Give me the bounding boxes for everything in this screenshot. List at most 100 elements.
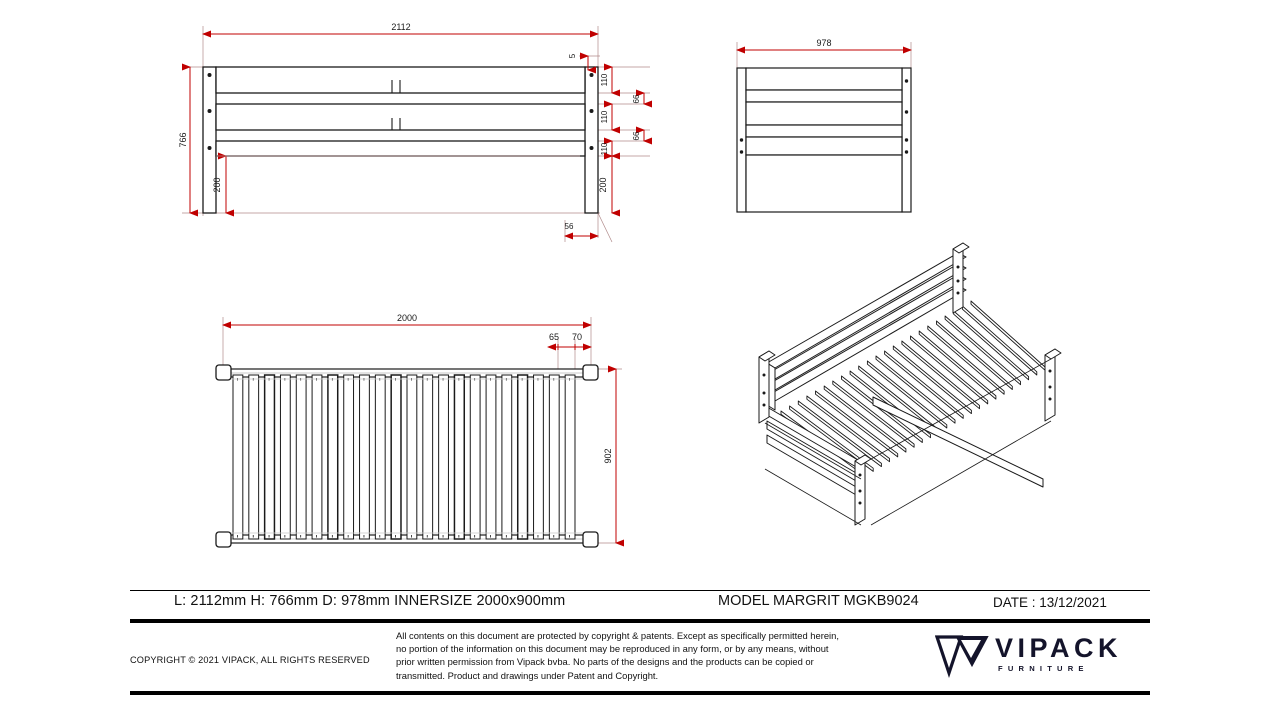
iso-far-rail [872,396,1044,488]
plan-slat [295,374,307,540]
front-panels [745,67,903,213]
iso-slat [884,350,964,419]
iso-slat [918,330,997,400]
vipack-tagline: FURNITURE [998,664,1089,673]
vipack-wordmark: VIPACK [995,633,1123,663]
dim-leg-clearance: 200 [212,152,580,217]
plan-corner-posts [215,364,599,548]
dim-overall-height: 766 [178,63,198,217]
svg-text:66: 66 [632,94,641,103]
iso-slat [832,380,915,448]
plan-slat [406,374,418,540]
iso-slat [961,305,1038,376]
side-left-post [202,66,217,214]
iso-post-front-right [1044,348,1062,422]
iso-outline-edges [764,358,1052,526]
view-plan: 2000 65 70 902 [215,313,624,548]
view-side-elevation: 2112 766 [178,22,652,243]
dim-label-overall-height: 766 [178,132,188,147]
plan-slat [469,374,481,540]
dim-label-inner-length: 2000 [397,313,417,323]
iso-slat [944,315,1021,386]
iso-slat [797,400,882,468]
plan-slat [516,374,529,540]
dim-inner-length: 2000 [222,313,592,329]
legal-line-1: All contents on this document are protec… [396,630,839,641]
legal-line-3: prior written permission from Vipack bvb… [396,656,814,668]
view-front-elevation: 978 [736,38,912,213]
title-block: L: 2112mm H: 766mm D: 978mm INNERSIZE 20… [130,590,1150,700]
dim-overall-depth: 978 [736,38,912,54]
legal-text: All contents on this document are protec… [396,629,866,682]
iso-slat [927,325,1005,395]
plan-slat [548,374,560,540]
side-rail-joints [391,80,401,130]
dim-label-slat-width: 65 [549,332,559,342]
dim-slat-detail: 65 70 [547,332,592,351]
plan-slat [232,374,244,540]
iso-slats [780,300,1046,477]
plan-slat [263,374,276,540]
dim-label-overall-length: 2112 [391,22,410,32]
dim-rail-spacing-bottom: 110 [600,137,620,160]
side-left-post-dowels [207,73,212,150]
dim-rail-spacing-top: 110 [600,63,620,97]
dim-label-overall-depth: 978 [816,38,831,48]
svg-text:56: 56 [565,222,574,231]
titleblock-bottom-rule [130,691,1150,695]
dim-overall-length: 2112 [202,22,599,38]
iso-slat [936,320,1013,390]
dim-label-top-offset: 5 [568,53,577,58]
iso-back-panel [766,252,967,411]
svg-text:66: 66 [632,131,641,140]
vipack-logo: VIPACK FURNITURE [935,631,1135,681]
spec-text: L: 2112mm H: 766mm D: 978mm INNERSIZE 20… [174,593,566,609]
iso-slat [910,335,989,405]
side-right-post [584,66,599,214]
dim-label-inner-width: 902 [603,448,613,463]
model-text: MODEL MARGRIT MGKB9024 [718,593,919,609]
plan-slat [485,374,497,540]
svg-text:110: 110 [600,73,609,86]
date-text: DATE : 13/12/2021 [993,595,1107,610]
view-isometric [758,242,1062,526]
dim-inner-width: 902 [603,365,624,547]
iso-slat [892,345,972,415]
titleblock-main-row: L: 2112mm H: 766mm D: 978mm INNERSIZE 20… [130,591,1150,619]
plan-slat [279,374,291,540]
dim-rail-spacing-mid: 110 [600,100,620,134]
front-left-post-dowels [739,138,744,154]
iso-slat [806,395,890,463]
dim-leg-clearance-right: 200 [598,152,620,217]
plan-slat [564,374,576,540]
titleblock-top-rule [130,590,1150,591]
plan-slats [232,374,576,540]
plan-slat [359,374,370,540]
plan-slat [533,374,544,540]
legal-line-4: transmitted. Product and drawings under … [396,669,659,681]
front-right-post-dowels [904,79,909,154]
legal-line-2: no portion of the information on this do… [396,643,829,655]
svg-text:200: 200 [598,177,608,192]
iso-slat [875,355,956,424]
svg-text:110: 110 [600,142,609,155]
iso-slat [789,405,874,472]
plan-guides [231,378,583,534]
iso-post-back-left [758,350,776,424]
titleblock-mid-rule [130,619,1150,623]
iso-slat [866,360,948,429]
iso-slat [823,385,907,453]
dim-post-width: 56 [564,222,599,240]
dim-label-slat-gap: 70 [572,332,582,342]
iso-post-dowels [762,265,1052,505]
legal-row: COPYRIGHT © 2021 VIPACK, ALL RIGHTS RESE… [130,623,1150,689]
plan-slat [390,374,402,540]
plan-slat [438,374,449,540]
iso-slat [815,390,899,458]
vipack-mark-icon [935,635,989,679]
dim-top-offset: 5 [568,52,596,74]
iso-post-back-right [952,242,970,314]
side-right-post-dowels [589,73,594,150]
svg-text:110: 110 [600,110,609,123]
